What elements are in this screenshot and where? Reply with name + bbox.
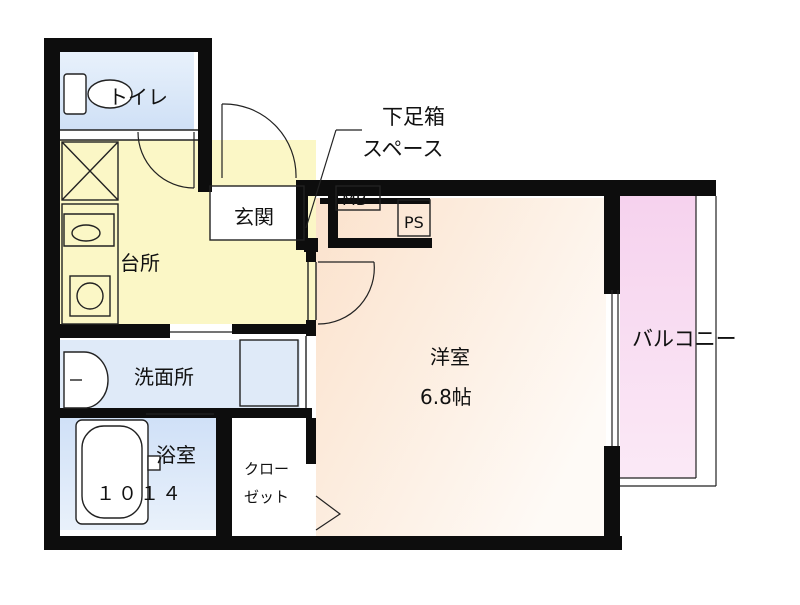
bathtub	[75, 419, 161, 525]
mb-label: MB	[342, 190, 367, 209]
closet-label-line2: ゼット	[244, 488, 289, 506]
washroom-label: 洗面所	[134, 365, 194, 389]
walls	[44, 38, 716, 550]
balcony-label: バルコニー	[632, 327, 737, 351]
closet-floor	[232, 428, 306, 536]
ps-label: PS	[404, 213, 424, 232]
balcony-floor	[620, 196, 696, 478]
inner-outlines	[60, 129, 431, 408]
shoe-storage-label-line2: スペース	[362, 137, 443, 161]
bathroom-label: 浴室	[156, 443, 196, 467]
bathroom-size-label: １０１４	[96, 483, 184, 505]
entrance-floor	[210, 186, 306, 240]
closet-label-line1: クロー	[244, 460, 289, 478]
toilet-fixture	[63, 73, 133, 115]
western-room-floor	[316, 198, 606, 536]
shoe-storage-label-line1: 下足箱	[382, 105, 445, 129]
toilet-label: トイレ	[108, 85, 168, 109]
doors	[137, 103, 717, 531]
western-room-size-label: 6.8帖	[420, 385, 472, 409]
kitchen-label: 台所	[120, 251, 160, 275]
western-room-label: 洋室	[430, 345, 470, 369]
wash-basin	[63, 351, 109, 409]
entrance-label: 玄関	[234, 205, 274, 229]
